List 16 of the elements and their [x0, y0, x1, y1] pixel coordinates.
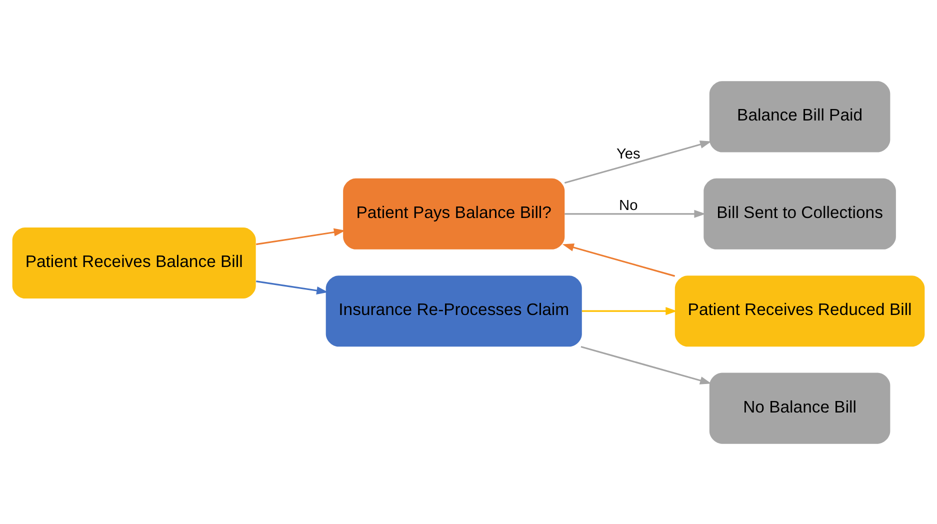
- arrow: [580, 345, 712, 384]
- edge-label: No: [619, 197, 638, 214]
- node-box: Patient Receives Reduced Bill: [674, 275, 925, 346]
- arrow: [564, 209, 706, 218]
- arrow: [256, 228, 346, 245]
- arrow: [582, 306, 678, 315]
- node-box: No Balance Bill: [709, 372, 890, 444]
- node-box: Patient Pays Balance Bill?: [343, 178, 565, 249]
- arrow: [562, 243, 676, 276]
- arrow: [564, 140, 712, 184]
- node-box: Patient Receives Balance Bill: [12, 227, 256, 298]
- arrow: [256, 280, 328, 294]
- node-box: Insurance Re-Processes Claim: [326, 275, 582, 346]
- edge-label: Yes: [616, 146, 640, 162]
- node-box: Balance Bill Paid: [709, 80, 890, 152]
- node-box: Bill Sent to Collections: [704, 178, 896, 249]
